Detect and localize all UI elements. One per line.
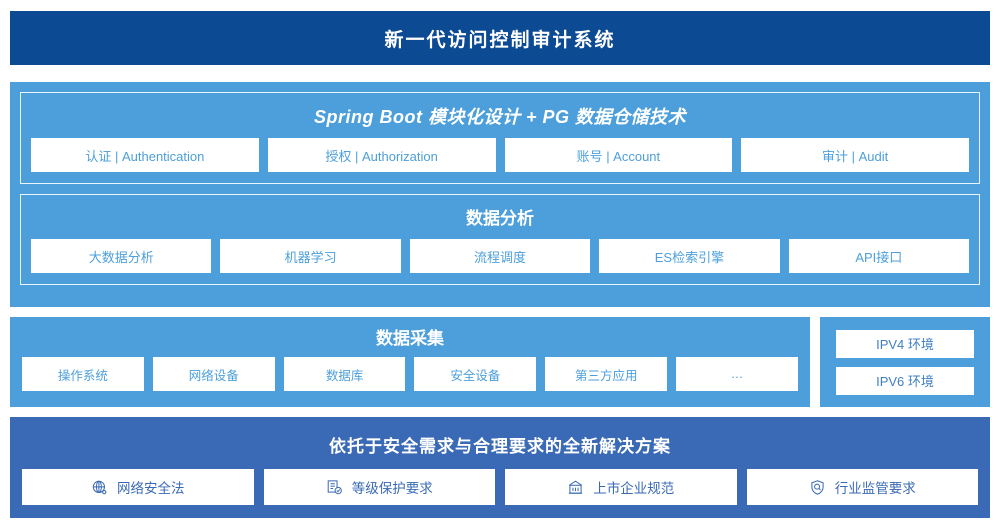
chip-industry-regulation-requirement[interactable]: 行业监管要求 [746, 469, 978, 505]
solution-title: 依托于安全需求与合理要求的全新解决方案 [329, 437, 671, 456]
chip-label: 行业监管要求 [834, 481, 916, 496]
application-layer-panel: Spring Boot 模块化设计 + PG 数据仓储技术 认证 | Authe… [10, 82, 990, 307]
spring-boot-group: Spring Boot 模块化设计 + PG 数据仓储技术 认证 | Authe… [20, 92, 980, 184]
chip-security-device[interactable]: 安全设备 [414, 357, 537, 391]
page-header: 新一代访问控制审计系统 [10, 11, 990, 65]
shield-search-icon [809, 479, 826, 496]
chip-listed-company-standard[interactable]: 上市企业规范 [505, 469, 737, 505]
spring-boot-chip-row: 认证 | Authentication 授权 | Authorization 账… [31, 138, 969, 172]
solution-panel: 依托于安全需求与合理要求的全新解决方案 网络安全法 [10, 417, 990, 518]
page-title: 新一代访问控制审计系统 [384, 29, 616, 51]
chip-operating-system[interactable]: 操作系统 [22, 357, 144, 391]
chip-third-party-app[interactable]: 第三方应用 [545, 357, 668, 391]
chip-label: 上市企业规范 [593, 481, 675, 496]
data-analysis-group: 数据分析 大数据分析 机器学习 流程调度 ES检索引擎 API接口 [20, 194, 980, 285]
chip-authentication[interactable]: 认证 | Authentication [31, 138, 259, 172]
globe-network-icon [91, 479, 108, 496]
chip-network-device[interactable]: 网络设备 [152, 357, 275, 391]
environment-panel: IPV4 环境 IPV6 环境 [820, 317, 990, 407]
chip-label: 等级保护要求 [351, 481, 433, 496]
spring-boot-title: Spring Boot 模块化设计 + PG 数据仓储技术 [313, 107, 686, 127]
document-check-icon [326, 479, 343, 496]
data-collection-panel: 数据采集 操作系统 网络设备 数据库 安全设备 第三方应用 … [10, 317, 810, 407]
chip-account[interactable]: 账号 | Account [504, 138, 733, 172]
solution-chip-row: 网络安全法 等级保护要求 [22, 469, 978, 505]
chip-process-scheduling[interactable]: 流程调度 [409, 239, 591, 273]
chip-ipv4-environment[interactable]: IPV4 环境 [836, 329, 974, 358]
chip-audit[interactable]: 审计 | Audit [741, 138, 969, 172]
chip-more-ellipsis[interactable]: … [676, 357, 798, 391]
chip-cybersecurity-law[interactable]: 网络安全法 [22, 469, 254, 505]
chip-database[interactable]: 数据库 [283, 357, 406, 391]
data-collection-title: 数据采集 [376, 329, 444, 348]
chip-es-search-engine[interactable]: ES检索引擎 [599, 239, 780, 273]
data-collection-row: 数据采集 操作系统 网络设备 数据库 安全设备 第三方应用 … IPV4 环境 … [10, 317, 990, 407]
data-analysis-title: 数据分析 [466, 209, 534, 228]
chip-api-interface[interactable]: API接口 [788, 239, 970, 273]
chip-ipv6-environment[interactable]: IPV6 环境 [836, 366, 974, 395]
data-collection-chip-row: 操作系统 网络设备 数据库 安全设备 第三方应用 … [22, 357, 798, 391]
chip-authorization[interactable]: 授权 | Authorization [267, 138, 496, 172]
chip-grade-protection-requirement[interactable]: 等级保护要求 [263, 469, 495, 505]
chip-machine-learning[interactable]: 机器学习 [220, 239, 401, 273]
data-analysis-chip-row: 大数据分析 机器学习 流程调度 ES检索引擎 API接口 [31, 239, 970, 273]
chip-big-data-analysis[interactable]: 大数据分析 [31, 239, 212, 273]
bank-building-icon [567, 479, 584, 496]
chip-label: 网络安全法 [117, 481, 185, 496]
